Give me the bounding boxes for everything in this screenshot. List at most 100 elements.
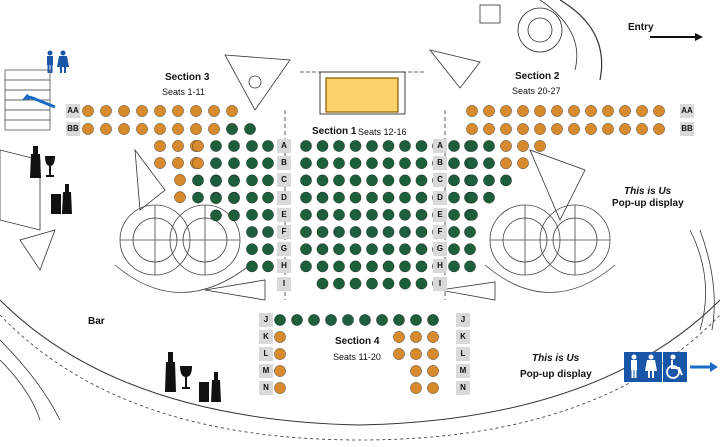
seat[interactable]	[466, 208, 478, 221]
seat[interactable]	[448, 226, 460, 238]
seat[interactable]	[246, 174, 258, 187]
seat[interactable]	[636, 123, 648, 135]
seat[interactable]	[172, 105, 184, 117]
seat[interactable]	[262, 157, 274, 169]
seat[interactable]	[246, 260, 258, 273]
seat[interactable]	[333, 174, 345, 187]
seat[interactable]	[466, 123, 478, 135]
seat[interactable]	[246, 208, 258, 221]
seat[interactable]	[534, 140, 546, 152]
seat[interactable]	[359, 314, 371, 326]
seat[interactable]	[410, 348, 422, 360]
seat[interactable]	[568, 105, 580, 117]
seat[interactable]	[568, 123, 580, 135]
seat[interactable]	[636, 105, 648, 117]
seat[interactable]	[192, 157, 204, 169]
seat[interactable]	[190, 105, 202, 117]
seat[interactable]	[228, 140, 240, 152]
seat[interactable]	[300, 226, 312, 238]
seat[interactable]	[517, 105, 529, 117]
seat[interactable]	[262, 191, 274, 204]
seat[interactable]	[228, 192, 240, 204]
seat[interactable]	[333, 157, 345, 169]
seat[interactable]	[316, 174, 329, 187]
seat[interactable]	[300, 140, 312, 152]
seat[interactable]	[399, 157, 411, 169]
seat[interactable]	[410, 314, 422, 326]
seat[interactable]	[308, 314, 320, 326]
seat[interactable]	[483, 123, 495, 135]
seat[interactable]	[366, 157, 378, 169]
seat[interactable]	[210, 157, 222, 169]
seat[interactable]	[262, 226, 274, 238]
seat[interactable]	[316, 208, 329, 221]
seat[interactable]	[483, 174, 495, 187]
seat[interactable]	[349, 260, 362, 273]
seat[interactable]	[464, 226, 476, 238]
seat[interactable]	[382, 140, 395, 152]
seat[interactable]	[464, 243, 476, 255]
seat[interactable]	[517, 140, 529, 152]
seat[interactable]	[172, 157, 184, 169]
seat[interactable]	[427, 348, 439, 360]
seat[interactable]	[274, 314, 286, 326]
seat[interactable]	[246, 226, 258, 238]
seat[interactable]	[366, 140, 378, 152]
seat[interactable]	[228, 157, 240, 169]
seat[interactable]	[274, 382, 286, 394]
seat[interactable]	[274, 331, 286, 343]
seat[interactable]	[448, 191, 460, 204]
seat[interactable]	[415, 140, 428, 152]
seat[interactable]	[427, 382, 439, 394]
seat[interactable]	[349, 140, 362, 152]
seat[interactable]	[619, 105, 631, 117]
seat[interactable]	[316, 191, 329, 204]
seat[interactable]	[415, 208, 428, 221]
seat[interactable]	[415, 226, 428, 238]
seat[interactable]	[619, 123, 631, 135]
seat[interactable]	[118, 105, 130, 117]
seat[interactable]	[448, 174, 460, 187]
seat[interactable]	[382, 243, 395, 255]
seat[interactable]	[427, 365, 439, 377]
seat[interactable]	[448, 157, 460, 169]
seat[interactable]	[333, 191, 345, 204]
seat[interactable]	[172, 123, 184, 135]
seat[interactable]	[262, 260, 274, 273]
seat[interactable]	[300, 260, 312, 273]
seat[interactable]	[349, 191, 362, 204]
seat[interactable]	[448, 243, 460, 255]
seat[interactable]	[517, 157, 529, 169]
seat[interactable]	[366, 260, 378, 273]
seat[interactable]	[154, 157, 166, 169]
seat[interactable]	[226, 123, 238, 135]
seat[interactable]	[246, 243, 258, 255]
seat[interactable]	[415, 243, 428, 255]
seat[interactable]	[393, 348, 405, 360]
seat[interactable]	[483, 105, 495, 117]
seat[interactable]	[366, 243, 378, 255]
seat[interactable]	[316, 243, 329, 255]
seat[interactable]	[262, 243, 274, 255]
seat[interactable]	[349, 243, 362, 255]
seat[interactable]	[190, 123, 202, 135]
seat[interactable]	[82, 105, 94, 117]
seat[interactable]	[349, 277, 362, 290]
seat[interactable]	[415, 277, 428, 290]
seat[interactable]	[653, 105, 665, 117]
seat[interactable]	[366, 208, 378, 221]
seat[interactable]	[333, 243, 345, 255]
seat[interactable]	[262, 140, 274, 152]
seat[interactable]	[534, 105, 546, 117]
seat[interactable]	[415, 174, 428, 187]
seat[interactable]	[300, 157, 312, 169]
seat[interactable]	[483, 157, 495, 169]
seat[interactable]	[316, 277, 329, 290]
seat[interactable]	[349, 174, 362, 187]
seat[interactable]	[274, 348, 286, 360]
seat[interactable]	[333, 226, 345, 238]
seat[interactable]	[291, 314, 303, 326]
seat[interactable]	[174, 191, 186, 203]
seat[interactable]	[602, 105, 614, 117]
seat[interactable]	[466, 191, 478, 204]
